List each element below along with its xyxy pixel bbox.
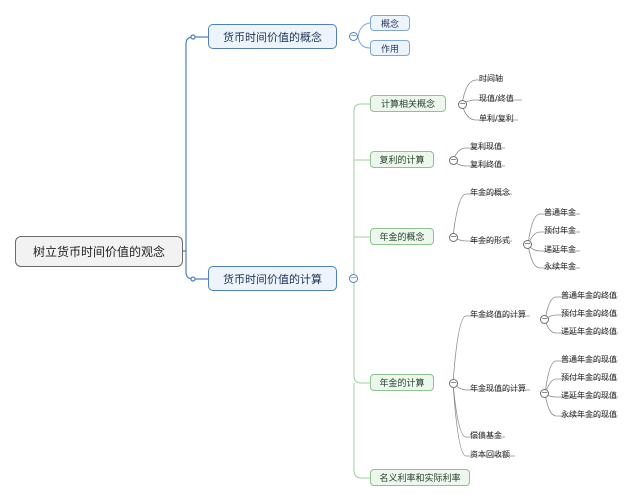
collapse-toggle-icon[interactable]: − [449, 232, 458, 242]
subtopic-nominal-real-rate[interactable]: 名义利率和实际利率 [370, 469, 470, 486]
leaf-label: 普通年金 [544, 207, 576, 217]
leaf-annuity-due[interactable]: 预付年金 [544, 224, 576, 236]
leaf-label: 预付年金的现值 [561, 372, 617, 382]
subtopic-concept[interactable]: 概念 [370, 15, 410, 31]
leaf-label: 资本回收额 [470, 449, 510, 459]
leaf-label: 偿债基金 [470, 430, 502, 440]
subtopic-related-concepts[interactable]: 计算相关概念 [370, 95, 446, 112]
root-topic[interactable]: 树立货币时间价值的观念 [15, 236, 183, 267]
topic-label: 货币时间价值的计算 [223, 272, 322, 286]
topic-concept-of-tvm[interactable]: 货币时间价值的概念 [208, 24, 337, 49]
leaf-label: 年金的概念 [470, 187, 510, 197]
leaf-sinking-fund[interactable]: 偿债基金 [470, 429, 502, 441]
leaf-annuity-concept[interactable]: 年金的概念 [470, 186, 510, 198]
leaf-pv-fv[interactable]: 现值/终值 [479, 92, 514, 104]
leaf-ordinary-annuity[interactable]: 普通年金 [544, 206, 576, 218]
collapse-toggle-icon[interactable]: − [449, 155, 458, 165]
leaf-label: 时间轴 [479, 73, 503, 83]
leaf-annuity-fv-calc[interactable]: 年金终值的计算 [470, 308, 526, 320]
leaf-label: 现值/终值 [479, 93, 514, 103]
subtopic-annuity-calculation[interactable]: 年金的计算 [370, 374, 434, 391]
collapse-toggle-icon[interactable]: − [540, 388, 549, 398]
leaf-label: 递延年金的终值 [561, 326, 617, 336]
subtopic-function[interactable]: 作用 [370, 40, 410, 56]
subtopic-label: 概念 [380, 19, 399, 30]
leaf-perpetuity-pv[interactable]: 永续年金的现值 [561, 408, 617, 420]
leaf-perpetuity[interactable]: 永续年金 [544, 260, 576, 272]
topic-calculation-of-tvm[interactable]: 货币时间价值的计算 [208, 266, 337, 291]
leaf-label: 永续年金 [544, 261, 576, 271]
leaf-deferred-annuity-pv[interactable]: 递延年金的现值 [561, 389, 617, 401]
leaf-label: 年金终值的计算 [470, 309, 526, 319]
subtopic-label: 复利的计算 [379, 156, 425, 166]
collapse-toggle-icon[interactable]: − [349, 31, 358, 41]
leaf-label: 单利/复利 [479, 113, 514, 123]
leaf-label: 预付年金 [544, 225, 576, 235]
subtopic-label: 计算相关概念 [380, 100, 435, 110]
leaf-label: 递延年金的现值 [561, 390, 617, 400]
topic-label: 货币时间价值的概念 [223, 30, 322, 44]
leaf-annuity-pv-calc[interactable]: 年金现值的计算 [470, 382, 526, 394]
collapse-toggle-icon[interactable]: − [540, 314, 549, 324]
root-topic-label: 树立货币时间价值的观念 [32, 245, 165, 259]
leaf-label: 普通年金的终值 [561, 290, 617, 300]
leaf-timeline[interactable]: 时间轴 [479, 72, 503, 84]
subtopic-compound-interest[interactable]: 复利的计算 [370, 151, 434, 168]
collapse-toggle-icon[interactable]: − [523, 239, 532, 249]
leaf-label: 年金现值的计算 [470, 383, 526, 393]
leaf-label: 递延年金 [544, 244, 576, 254]
subtopic-label: 年金的概念 [379, 233, 425, 243]
subtopic-label: 作用 [380, 44, 399, 55]
leaf-compound-fv[interactable]: 复利终值 [470, 158, 502, 170]
leaf-label: 年金的形式 [470, 235, 510, 245]
collapse-toggle-icon[interactable]: − [349, 273, 358, 283]
leaf-deferred-annuity-fv[interactable]: 递延年金的终值 [561, 325, 617, 337]
collapse-toggle-icon[interactable]: − [449, 378, 458, 388]
subtopic-annuity-concept[interactable]: 年金的概念 [370, 228, 434, 245]
leaf-deferred-annuity[interactable]: 递延年金 [544, 243, 576, 255]
subtopic-label: 名义利率和实际利率 [379, 474, 461, 484]
leaf-ordinary-annuity-pv[interactable]: 普通年金的现值 [561, 353, 617, 365]
leaf-label: 复利终值 [470, 159, 502, 169]
leaf-annuity-due-fv[interactable]: 预付年金的终值 [561, 307, 617, 319]
leaf-label: 复利现值 [470, 141, 502, 151]
subtopic-label: 年金的计算 [379, 379, 425, 389]
leaf-label: 普通年金的现值 [561, 354, 617, 364]
leaf-label: 永续年金的现值 [561, 409, 617, 419]
collapse-toggle-icon[interactable]: − [458, 99, 467, 109]
leaf-annuity-due-pv[interactable]: 预付年金的现值 [561, 371, 617, 383]
leaf-annuity-forms[interactable]: 年金的形式 [470, 234, 510, 246]
leaf-compound-pv[interactable]: 复利现值 [470, 140, 502, 152]
leaf-capital-recovery[interactable]: 资本回收额 [470, 448, 510, 460]
leaf-label: 预付年金的终值 [561, 308, 617, 318]
leaf-simple-compound[interactable]: 单利/复利 [479, 112, 514, 124]
leaf-ordinary-annuity-fv[interactable]: 普通年金的终值 [561, 289, 617, 301]
